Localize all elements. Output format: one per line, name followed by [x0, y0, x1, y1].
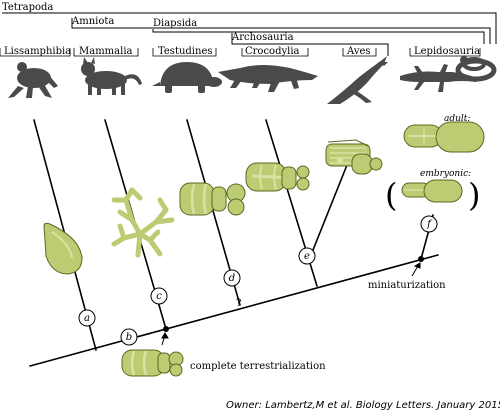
terrestrialization-dot	[163, 326, 169, 332]
svg-text:c: c	[156, 291, 162, 302]
taxon-label-aves: Aves	[346, 46, 371, 57]
clade-label-tetrapoda: Tetrapoda	[2, 2, 53, 13]
tree-branches	[29, 119, 439, 367]
taxon-label-lissamphibia: Lissamphibia	[4, 46, 71, 57]
clade-brackets: Tetrapoda Amniota Diapsida Archosauria	[2, 2, 497, 56]
uncertain-mark: ?	[236, 298, 241, 309]
miniaturization-arrow	[411, 265, 419, 277]
snake-silhouette	[455, 56, 497, 82]
clade-label-diapsida: Diapsida	[153, 18, 197, 29]
event-arrows	[161, 262, 421, 346]
taxon-label-testudines: Testudines	[158, 46, 213, 57]
taxon-bracket-mammalia	[73, 48, 139, 57]
lung-ancestral	[121, 349, 184, 377]
bird-silhouette	[327, 56, 388, 104]
taxon-bracket-lepidosauria	[409, 48, 481, 57]
miniaturization-label: miniaturization	[368, 280, 446, 291]
diapsida-bracket	[152, 29, 485, 44]
node-markers: a b c d e f	[78, 215, 438, 346]
miniaturization-arrowhead	[413, 262, 421, 269]
node-a: a	[78, 309, 96, 327]
lung-mammalia	[111, 187, 175, 258]
taxon-label-lepidosauria: Lepidosauria	[414, 46, 480, 57]
node-d: d	[223, 269, 241, 287]
tetrapoda-bracket	[2, 12, 497, 44]
embryonic-label: embryonic:	[420, 169, 471, 179]
taxon-label-crocodylia: Crocodylia	[245, 46, 300, 57]
node-f: f	[420, 215, 438, 233]
taxon-label-mammalia: Mammalia	[79, 46, 133, 57]
svg-text:e: e	[304, 251, 310, 262]
taxon-labels: Lissamphibia Mammalia Testudines Crocody…	[0, 46, 481, 57]
terrestrialization-arrowhead	[161, 332, 169, 339]
node-e: e	[298, 247, 316, 265]
clade-label-archosauria: Archosauria	[231, 32, 294, 43]
crocodile-silhouette	[218, 65, 318, 92]
cat-silhouette	[81, 57, 142, 95]
frog-silhouette	[8, 62, 58, 98]
lung-lissamphibia	[43, 222, 83, 275]
clade-label-amniota: Amniota	[71, 16, 114, 27]
paren-right: )	[468, 176, 480, 214]
lung-lepidosauria-embryonic	[401, 179, 463, 203]
archosauria-bracket	[231, 33, 389, 56]
svg-text:a: a	[84, 313, 90, 324]
lung-crocodylia	[245, 162, 310, 192]
miniaturization-dot	[418, 256, 424, 262]
paren-left: (	[385, 176, 397, 214]
svg-text:b: b	[126, 332, 132, 343]
svg-text:d: d	[229, 273, 235, 284]
svg-text:f: f	[426, 219, 433, 230]
taxon-bracket-aves	[342, 48, 377, 57]
lung-testudines	[179, 182, 246, 216]
tree-backbone	[29, 254, 439, 367]
lung-illustrations	[43, 121, 485, 377]
branch-aves	[308, 159, 350, 261]
node-c: c	[150, 287, 168, 305]
turtle-silhouette	[152, 62, 222, 93]
adult-label: adult:	[444, 114, 470, 124]
terrestrialization-label: complete terrestrialization	[190, 361, 326, 372]
owner-credit: Owner: Lambertz,M et al. Biology Letters…	[226, 400, 500, 411]
lung-aves	[325, 139, 383, 175]
taxon-bracket-testudines	[152, 48, 217, 57]
lung-lepidosauria-adult	[403, 121, 485, 153]
taxon-bracket-crocodylia	[241, 48, 309, 57]
taxon-bracket-lissamphibia	[0, 48, 71, 57]
amniota-bracket	[71, 18, 491, 44]
node-b: b	[120, 328, 138, 346]
animal-silhouettes	[8, 56, 497, 104]
